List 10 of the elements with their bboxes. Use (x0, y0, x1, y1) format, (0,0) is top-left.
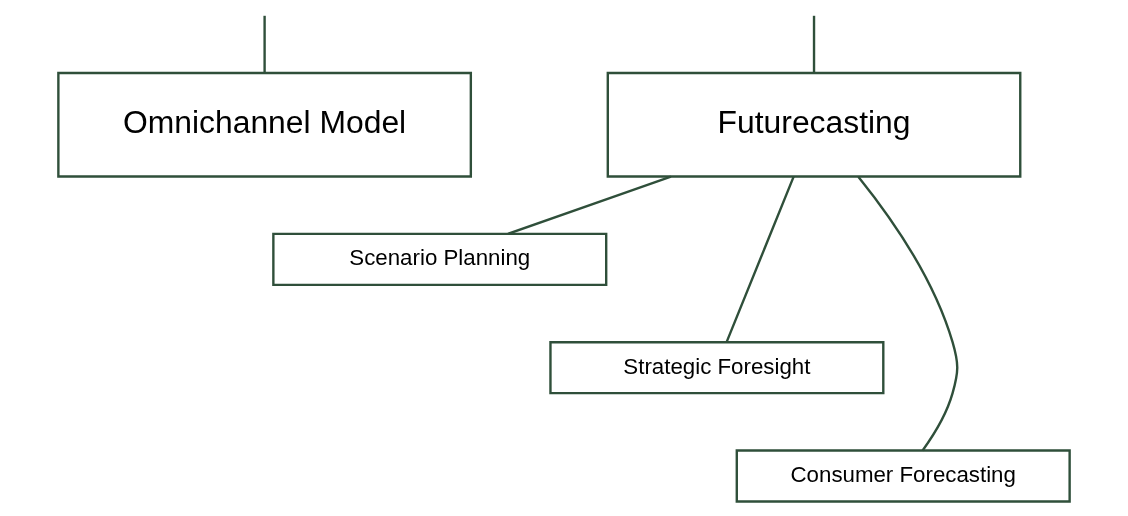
connector (725, 176, 795, 343)
node-box: Omnichannel Model (57, 71, 473, 178)
node-box: Scenario Planning (272, 232, 608, 287)
node-box: Consumer Forecasting (735, 449, 1071, 503)
connector (507, 175, 672, 235)
connector (263, 15, 266, 73)
node-box: Futurecasting (606, 71, 1022, 178)
node-box: Strategic Foresight (549, 341, 885, 395)
connector (812, 15, 816, 73)
connector (857, 175, 959, 452)
